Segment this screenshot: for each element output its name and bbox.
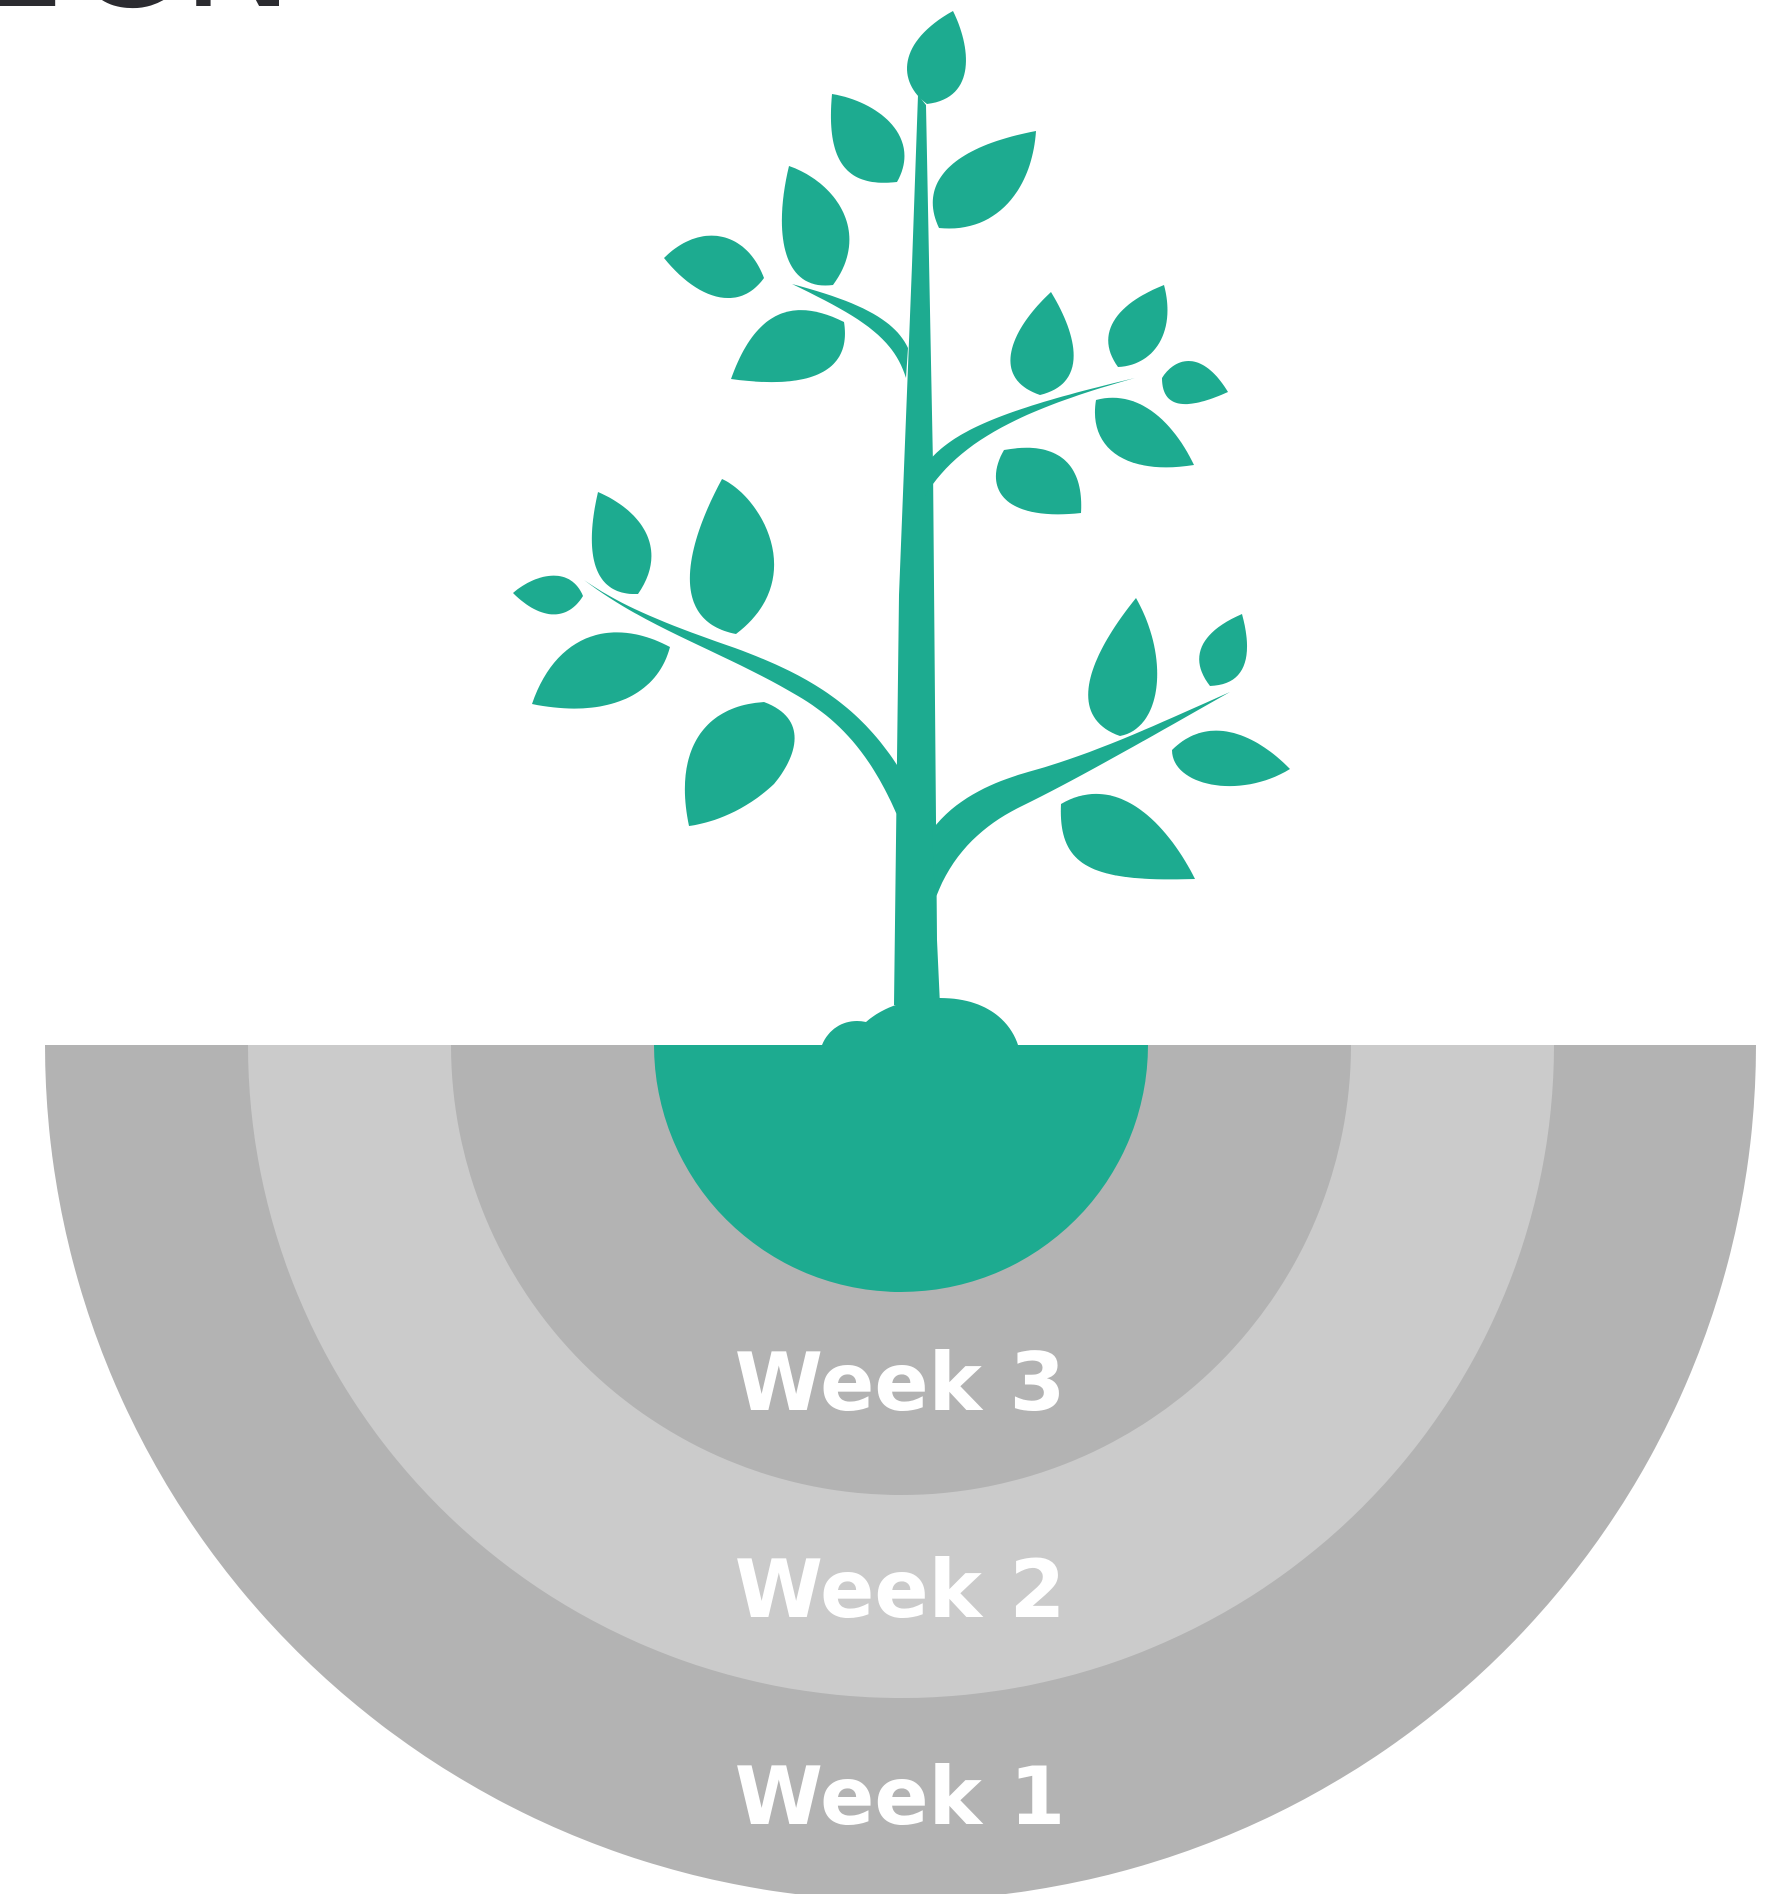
week-2-label: Week 2 bbox=[735, 1543, 1066, 1636]
week-3-label: Week 3 bbox=[735, 1336, 1066, 1429]
leaf bbox=[1162, 361, 1228, 405]
leaf bbox=[781, 166, 850, 286]
trunk bbox=[894, 95, 940, 1005]
soil-mound bbox=[822, 998, 1018, 1045]
leaf bbox=[689, 479, 775, 634]
leaf bbox=[664, 235, 764, 299]
leaf bbox=[907, 11, 966, 104]
leaf bbox=[932, 131, 1036, 229]
slide-title-fragment: EСN bbox=[0, 0, 300, 30]
leaf bbox=[731, 310, 845, 383]
leaf bbox=[1108, 285, 1168, 367]
week-1-label: Week 1 bbox=[735, 1750, 1066, 1843]
leaf bbox=[513, 575, 583, 615]
branch-upper-right bbox=[925, 378, 1135, 496]
leaf bbox=[1060, 793, 1195, 880]
leaf bbox=[1172, 730, 1290, 787]
root-ball bbox=[654, 1045, 1148, 1292]
leaf bbox=[1010, 292, 1074, 395]
leaf bbox=[995, 447, 1082, 515]
leaf bbox=[1088, 598, 1158, 736]
leaf bbox=[1199, 614, 1248, 686]
sprouting-tree-icon bbox=[513, 11, 1290, 1292]
leaf bbox=[1094, 397, 1194, 468]
leaf bbox=[684, 702, 795, 826]
leaf bbox=[591, 492, 652, 595]
leaf bbox=[532, 632, 670, 709]
branch-lower-right bbox=[932, 692, 1230, 900]
branch-upper-left bbox=[792, 284, 908, 378]
leaf bbox=[830, 94, 905, 183]
